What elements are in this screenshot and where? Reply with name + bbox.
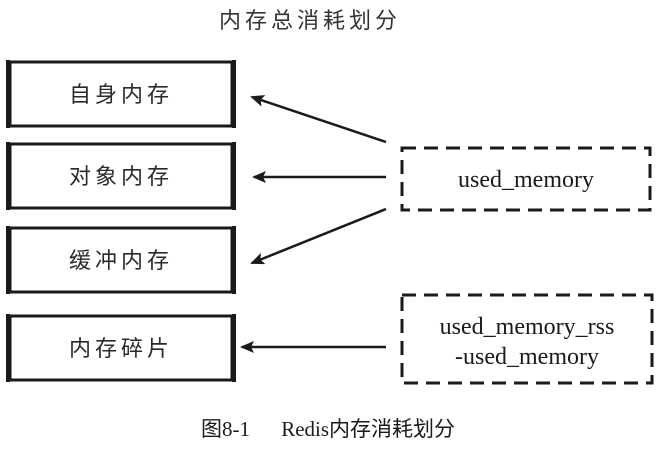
box-label: 对象内存 xyxy=(69,165,173,190)
figure-caption: 图8-1 Redis内存消耗划分 xyxy=(201,417,455,441)
used-memory-label: used_memory xyxy=(458,167,594,193)
rss-minus-used-box: used_memory_rss -used_memory xyxy=(400,293,654,385)
box-object-memory: 对象内存 xyxy=(6,142,236,210)
figure-caption-text: Redis内存消耗划分 xyxy=(281,417,455,441)
arrow-to-buffer-memory xyxy=(250,207,387,265)
box-label: 内存碎片 xyxy=(69,337,173,362)
box-label: 自身内存 xyxy=(69,83,173,108)
used-memory-box: used_memory xyxy=(400,146,652,212)
box-memory-fragmentation: 内存碎片 xyxy=(6,314,236,382)
rss-label-line1: used_memory_rss xyxy=(440,314,615,340)
arrow-to-self-memory xyxy=(250,95,387,144)
rss-label-line2: -used_memory xyxy=(455,344,599,370)
box-buffer-memory: 缓冲内存 xyxy=(6,226,236,294)
box-label: 缓冲内存 xyxy=(69,249,173,274)
diagram-title: 内存总消耗划分 xyxy=(219,9,401,34)
figure-number: 图8-1 xyxy=(201,417,250,441)
box-self-memory: 自身内存 xyxy=(6,60,236,128)
